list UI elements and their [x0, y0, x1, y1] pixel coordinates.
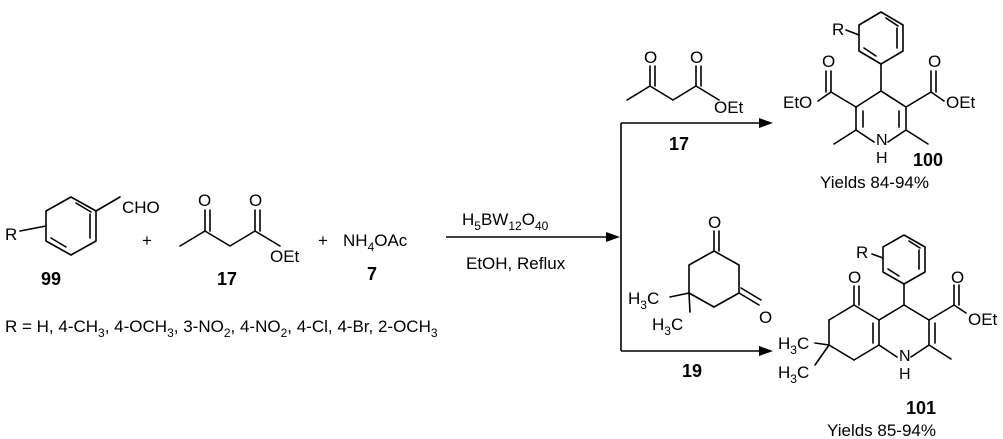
product-101-ester-label: OEt — [968, 310, 998, 329]
upper-reagent-number: 17 — [669, 134, 689, 154]
product-100-yield: Yields 84-94% — [820, 173, 929, 192]
product-100-left-ester-label: EtO — [783, 93, 812, 112]
product-101-methyl-1: H3C — [778, 334, 809, 357]
lower-reagent-number: 19 — [682, 361, 702, 381]
ammonium-acetate-formula: NH4OAc — [343, 231, 408, 254]
catalyst-formula: H5BW12O40 — [462, 210, 549, 233]
product-100-right-carbonyl-o: O — [928, 52, 941, 71]
solvent-conditions: EtOH, Reflux — [466, 254, 566, 273]
compound-7-label: 7 — [367, 264, 377, 284]
product-101-r-label: R — [856, 243, 868, 262]
product-101-number: 101 — [906, 398, 936, 418]
ester-carbonyl-oxygen-label: O — [249, 191, 262, 210]
dimedone-oxygen-2: O — [759, 308, 772, 327]
product-101-ester-carbonyl-o: O — [951, 268, 964, 287]
benzaldehyde-structure — [19, 196, 121, 256]
upper-ester-oxygen-label: O — [690, 48, 703, 67]
product-100-structure — [817, 11, 945, 145]
product-100-r-label: R — [832, 20, 844, 39]
lower-arrowhead — [759, 346, 773, 356]
compound-17-label: 17 — [217, 269, 237, 289]
dimedone-methyl-1: H3C — [628, 289, 659, 312]
upper-reagent-ketoester-structure — [626, 65, 720, 101]
main-arrowhead — [606, 232, 620, 242]
dimedone-structure — [669, 230, 762, 313]
r-substituent-label: R — [5, 225, 17, 244]
product-101-structure — [814, 234, 967, 366]
product-101-yield: Yields 85-94% — [827, 421, 936, 439]
dimedone-methyl-2: H3C — [652, 315, 683, 338]
product-101-ketone-o: O — [848, 268, 861, 287]
dimedone-oxygen-1: O — [708, 213, 721, 232]
r-substituent-definition: R = H, 4-CH3, 4-OCH3, 3-NO2, 4-NO2, 4-Cl… — [5, 317, 438, 340]
product-100-left-carbonyl-o: O — [822, 52, 835, 71]
ethyl-acetoacetate-structure — [179, 209, 281, 247]
compound-99-label: 99 — [41, 269, 61, 289]
upper-ethoxy-label: OEt — [714, 98, 744, 117]
aldehyde-group-label: CHO — [122, 198, 160, 217]
upper-arrowhead — [759, 118, 773, 128]
product-101-methyl-2: H3C — [778, 363, 809, 386]
ketone-oxygen-label: O — [198, 191, 211, 210]
upper-ketone-oxygen-label: O — [644, 48, 657, 67]
plus-sign-2: + — [318, 231, 328, 250]
product-100-number: 100 — [913, 150, 943, 170]
ethoxy-label: OEt — [270, 247, 300, 266]
plus-sign-1: + — [142, 231, 152, 250]
product-100-right-ester-label: OEt — [946, 93, 976, 112]
